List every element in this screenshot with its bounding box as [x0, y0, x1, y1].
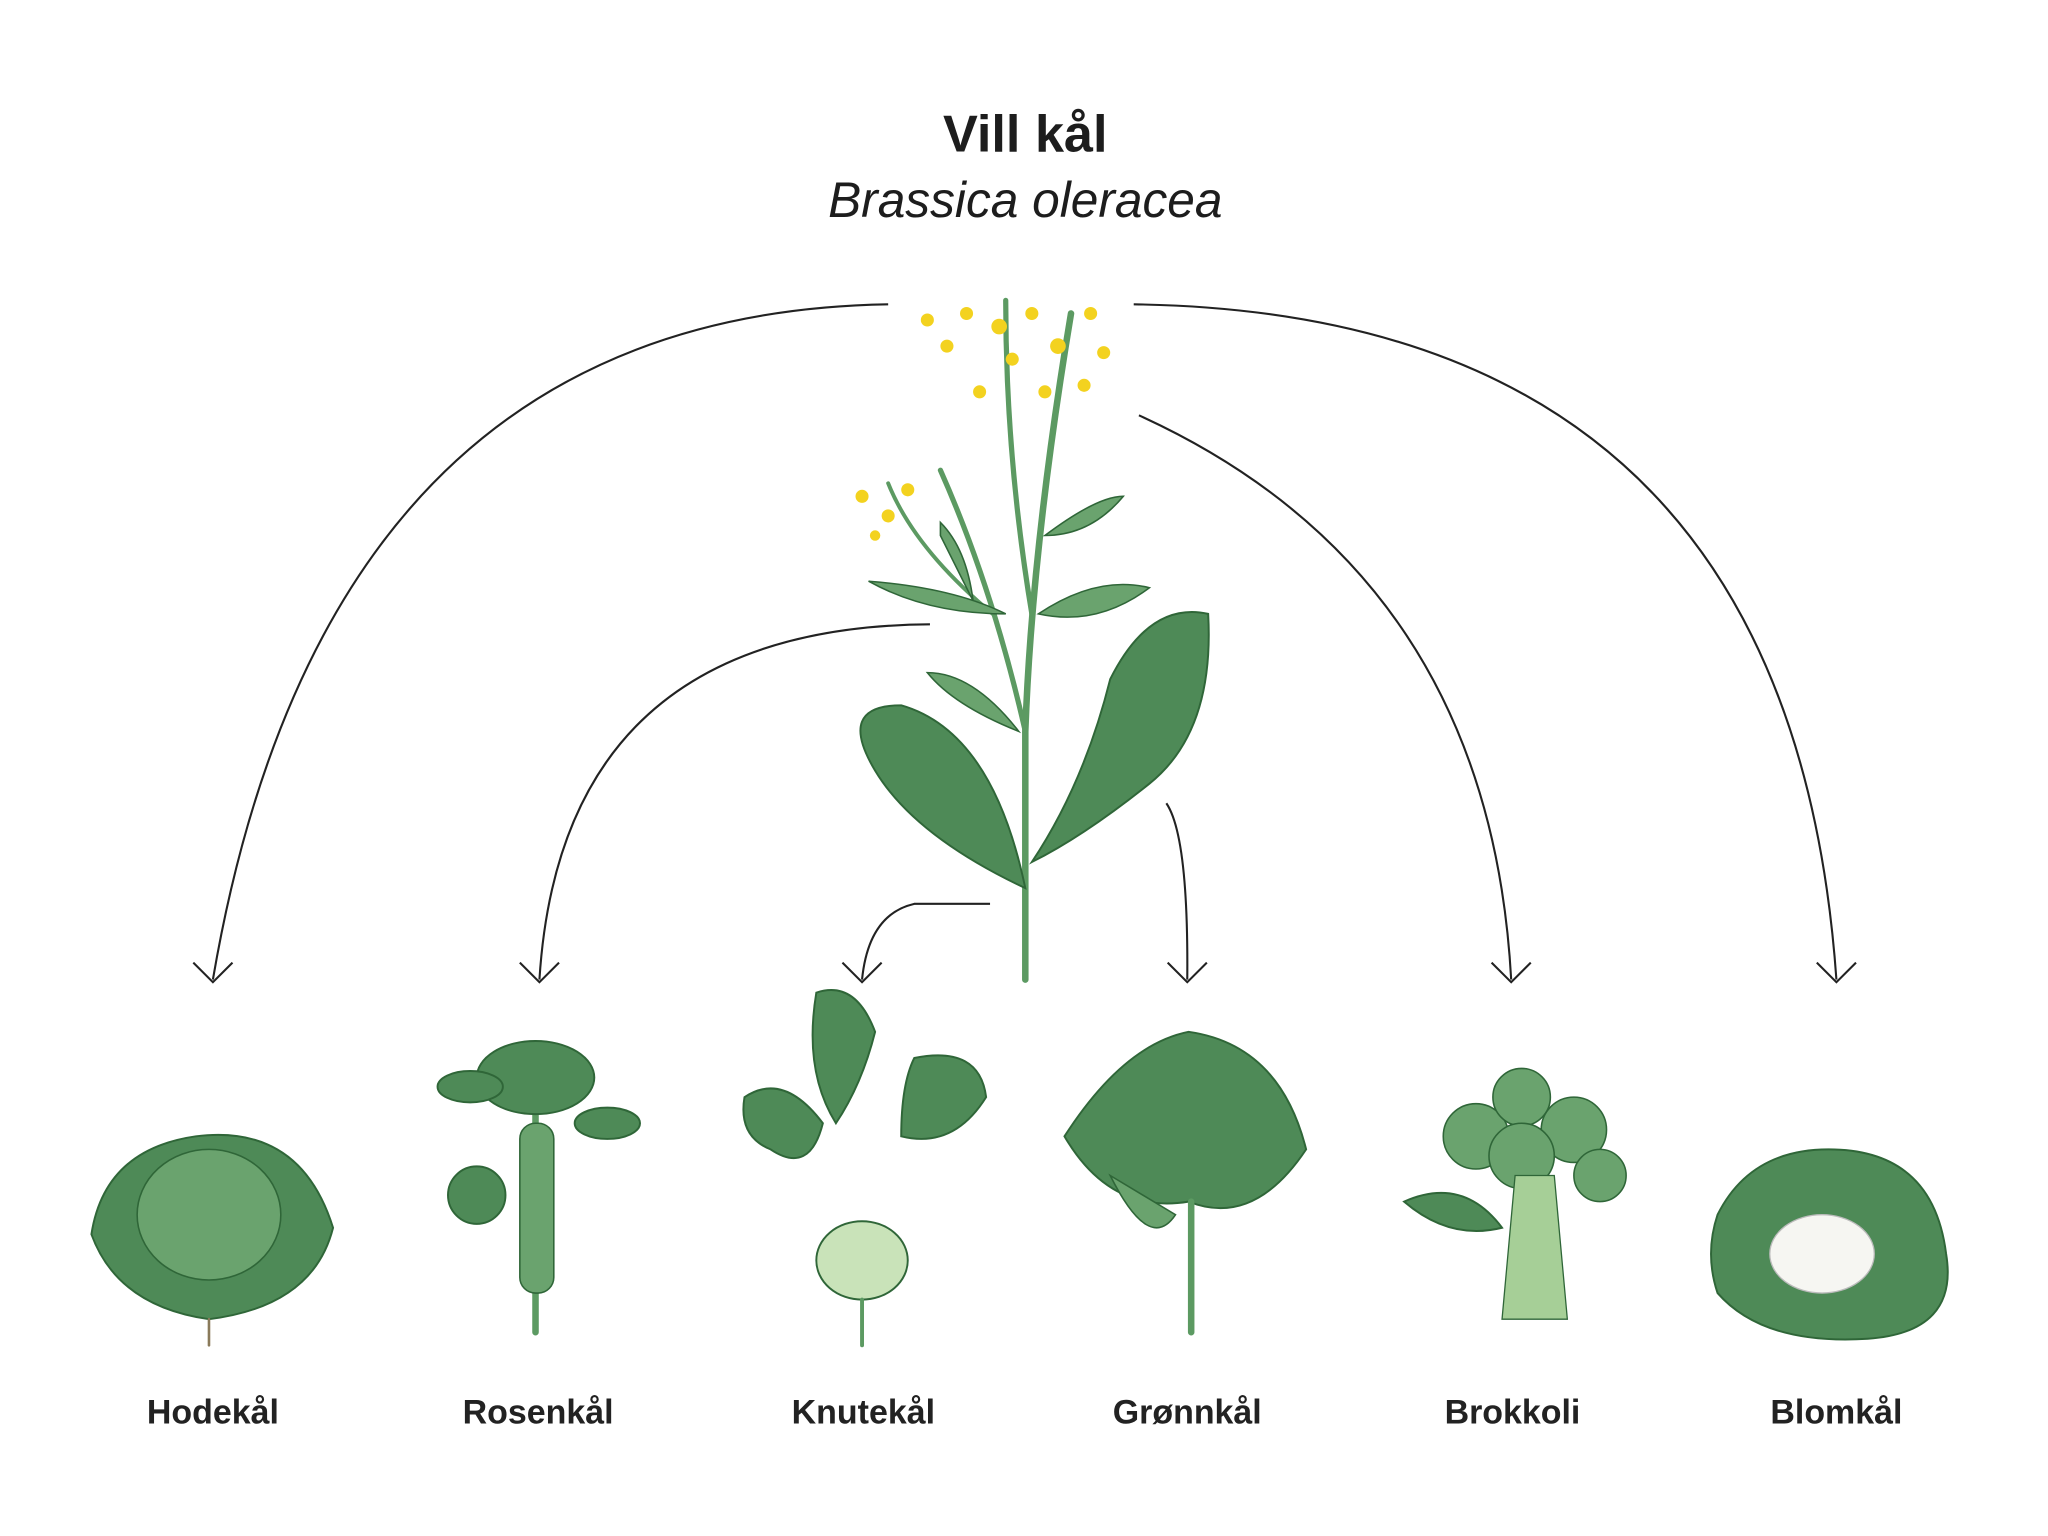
arrow-gronnkal: [1165, 802, 1189, 980]
label-hodekal: Hodekål: [147, 1394, 279, 1432]
label-brokkoli: Brokkoli: [1445, 1394, 1581, 1432]
arrow-rosenkal: [538, 623, 930, 980]
scientific-name: Brassica oleracea: [828, 172, 1222, 228]
arrow-hodekal: [211, 303, 889, 980]
label-knutekal: Knutekål: [792, 1394, 935, 1432]
hodekal-illustration: [90, 1133, 335, 1347]
arrow-blomkal: [1133, 303, 1838, 980]
label-rosenkal: Rosenkål: [463, 1394, 614, 1432]
arrows: [192, 303, 1857, 984]
label-blomkal: Blomkål: [1770, 1394, 1902, 1432]
rosenkal-illustration: [436, 1039, 641, 1336]
blomkal-illustration: [1710, 1148, 1949, 1341]
wild-cabbage-illustration: [855, 297, 1210, 983]
diagram-title: Vill kål: [943, 106, 1108, 164]
arrow-brokkoli: [1138, 414, 1513, 980]
brokkoli-illustration: [1402, 1067, 1627, 1320]
label-gronnkal: Grønnkål: [1113, 1394, 1262, 1432]
arrow-knutekal: [861, 902, 991, 980]
flower-cluster: [855, 306, 1111, 541]
knutekal-illustration: [742, 989, 988, 1348]
gronnkal-illustration: [1063, 1030, 1308, 1336]
